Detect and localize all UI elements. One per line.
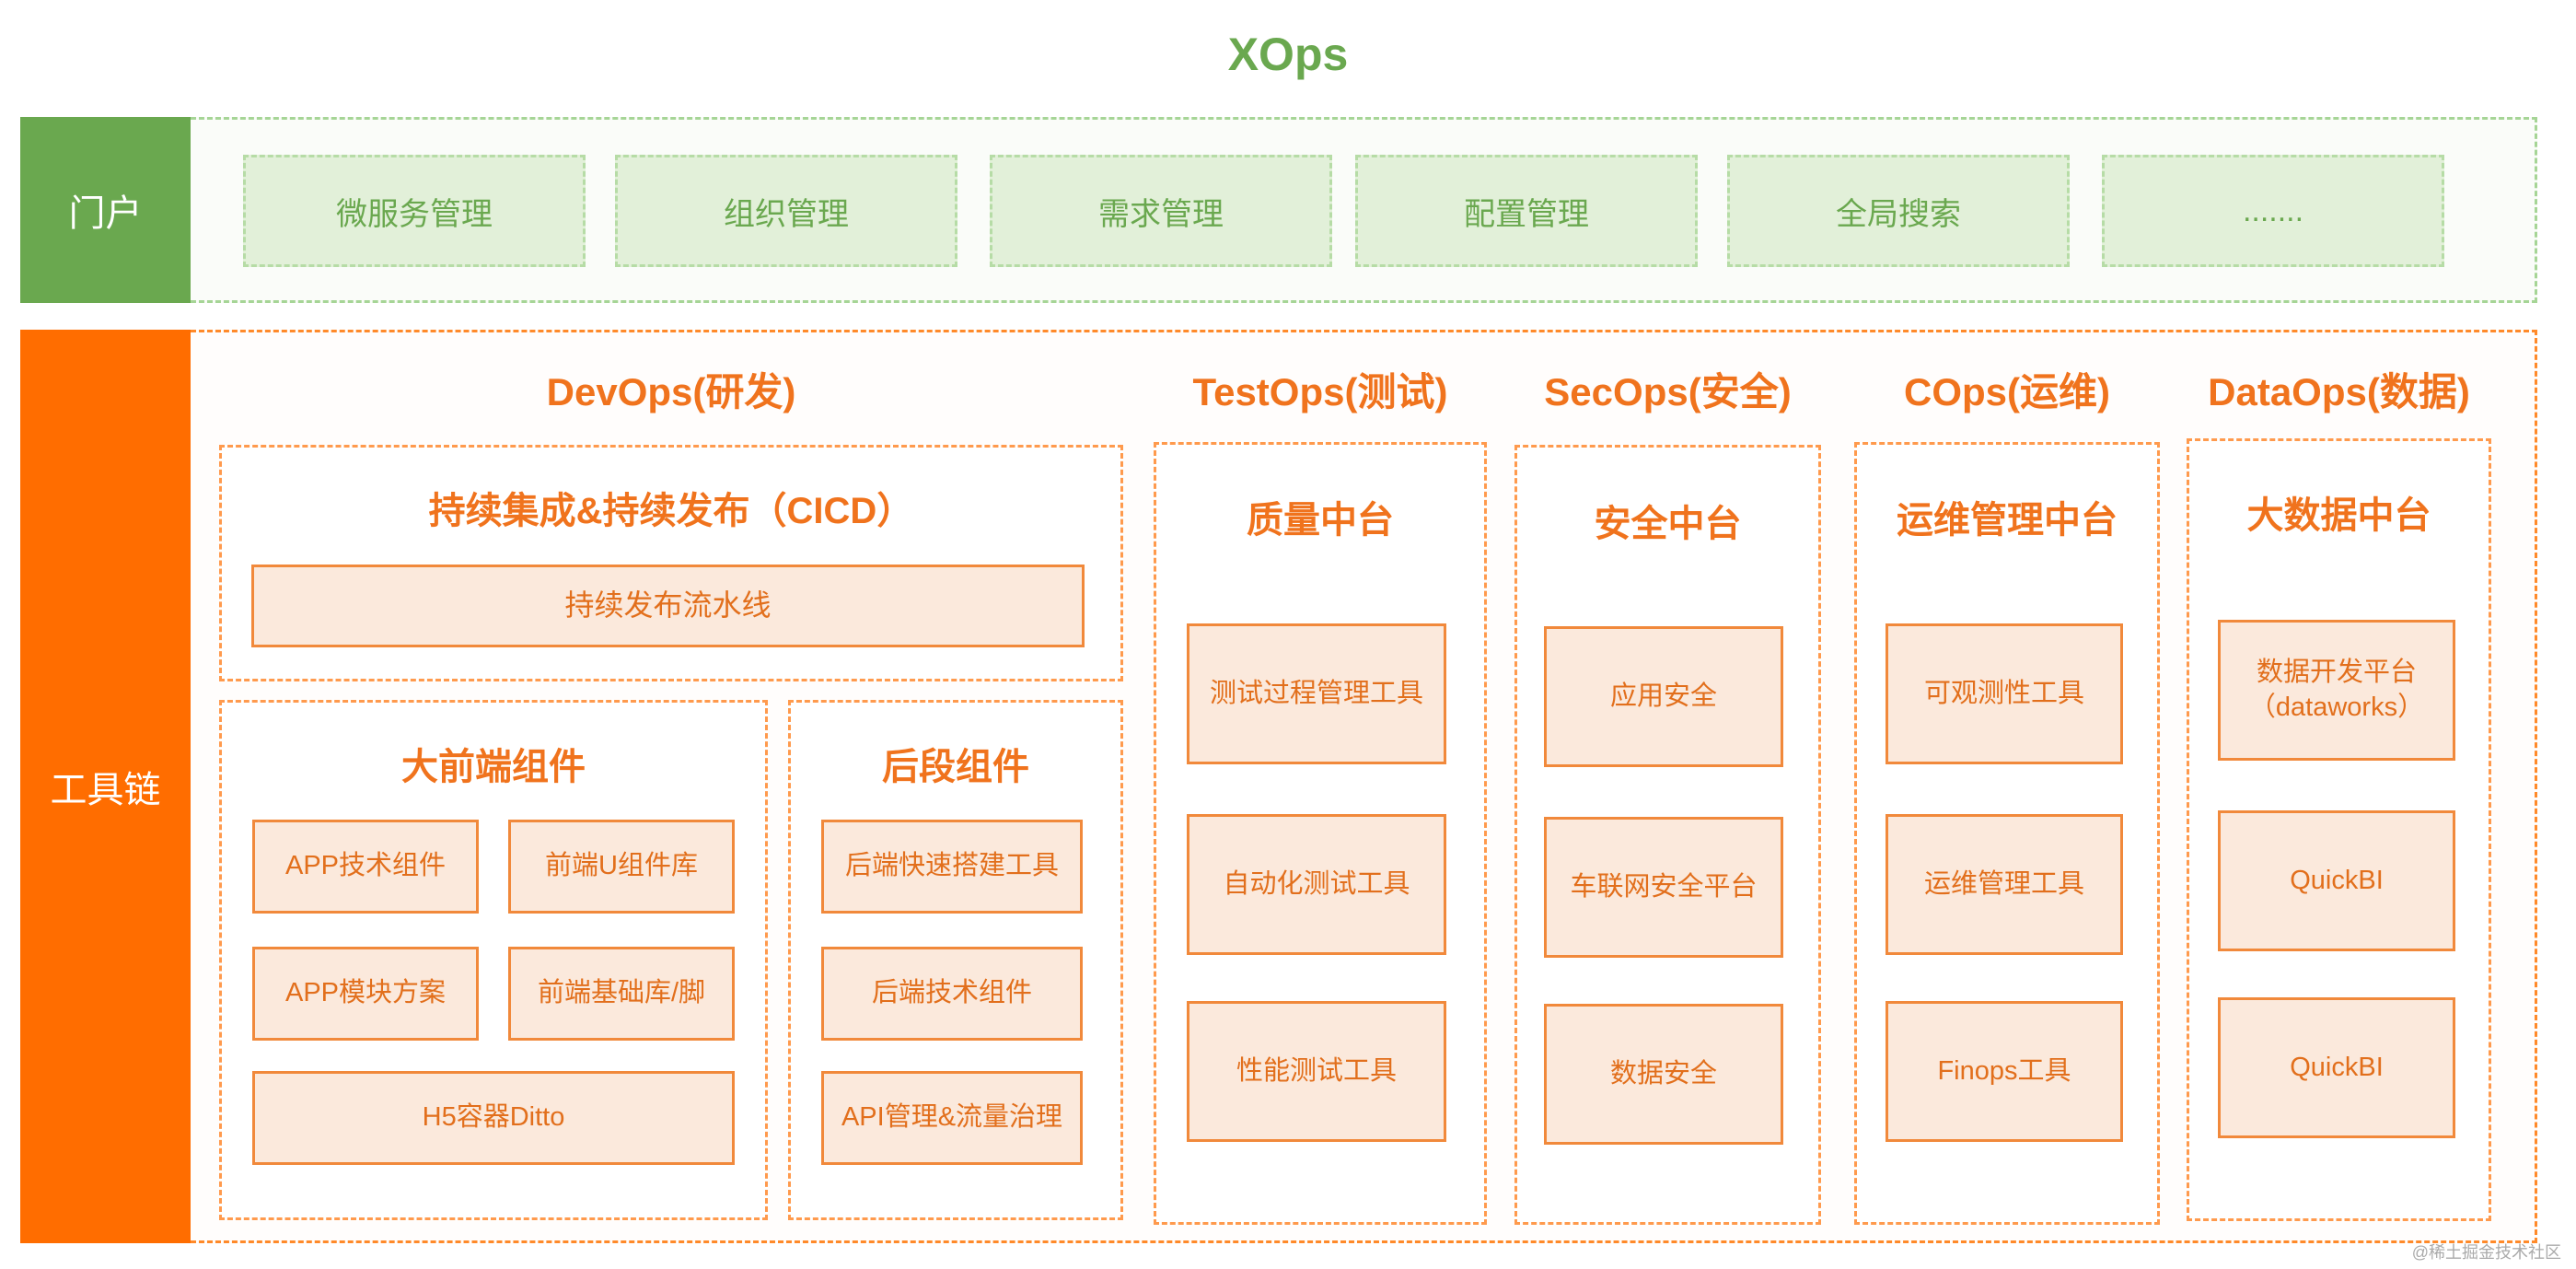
testops-title: 质量中台 [1247, 500, 1394, 541]
frontend-base-library: 前端基础库/脚 [508, 947, 735, 1041]
portal-item-requirements: 需求管理 [990, 155, 1332, 267]
backend-tech-components: 后端技术组件 [821, 947, 1083, 1041]
secops-application-security: 应用安全 [1544, 626, 1783, 767]
devops-heading: DevOps(研发) [546, 369, 796, 413]
portal-item-microservice: 微服务管理 [243, 155, 586, 267]
portal-label: 门户 [20, 117, 191, 303]
secops-connected-vehicle-security: 车联网安全平台 [1544, 817, 1783, 958]
frontend-app-module-solution: APP模块方案 [252, 947, 479, 1041]
portal-item-organization: 组织管理 [615, 155, 957, 267]
dataops-heading: DataOps(数据) [2208, 369, 2470, 413]
cicd-pipeline-box: 持续发布流水线 [251, 565, 1085, 647]
testops-heading: TestOps(测试) [1192, 369, 1448, 413]
dataops-quickbi-1: QuickBI [2218, 810, 2455, 951]
secops-title: 安全中台 [1594, 504, 1742, 544]
testops-process-management-tool: 测试过程管理工具 [1187, 623, 1446, 764]
cops-operations-management-tool: 运维管理工具 [1886, 814, 2123, 955]
dataops-quickbi-2: QuickBI [2218, 997, 2455, 1138]
cops-finops-tool: Finops工具 [1886, 1001, 2123, 1142]
testops-automation-test-tool: 自动化测试工具 [1187, 814, 1446, 955]
cops-title: 运维管理中台 [1897, 500, 2118, 541]
dataops-title: 大数据中台 [2246, 495, 2431, 536]
frontend-title: 大前端组件 [401, 747, 586, 787]
backend-quick-build-tool: 后端快速搭建工具 [821, 820, 1083, 914]
portal-item-more: ....... [2102, 155, 2444, 267]
cops-heading: COps(运维) [1904, 369, 2110, 413]
diagram-title: XOps [1227, 29, 1349, 80]
secops-data-security: 数据安全 [1544, 1004, 1783, 1145]
backend-api-management: API管理&流量治理 [821, 1071, 1083, 1165]
watermark: @稀土掘金技术社区 [2411, 1243, 2561, 1262]
backend-title: 后段组件 [882, 747, 1029, 787]
frontend-h5-container: H5容器Ditto [252, 1071, 735, 1165]
dataops-data-development-platform: 数据开发平台（dataworks） [2218, 620, 2455, 761]
secops-heading: SecOps(安全) [1544, 369, 1792, 413]
portal-item-configuration: 配置管理 [1355, 155, 1698, 267]
toolchain-label: 工具链 [20, 330, 191, 1243]
portal-item-global-search: 全局搜索 [1727, 155, 2070, 267]
cicd-title: 持续集成&持续发布（CICD） [428, 491, 914, 531]
testops-performance-test-tool: 性能测试工具 [1187, 1001, 1446, 1142]
frontend-app-tech-components: APP技术组件 [252, 820, 479, 914]
cops-observability-tool: 可观测性工具 [1886, 623, 2123, 764]
frontend-ui-library: 前端U组件库 [508, 820, 735, 914]
